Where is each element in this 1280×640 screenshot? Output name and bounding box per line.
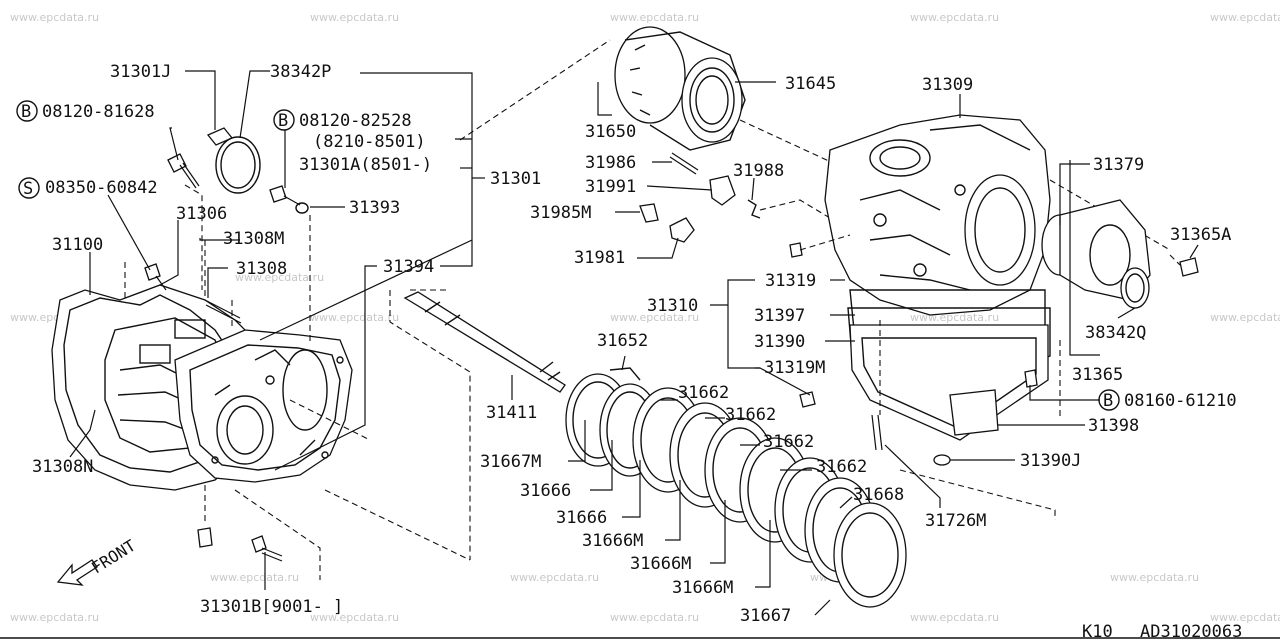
part-label: 31991 (585, 177, 636, 197)
part-label: 31394 (383, 257, 434, 277)
watermark: www.epcdata.ru (1210, 11, 1280, 24)
part-label: 31365 (1072, 365, 1123, 385)
part-label: 31652 (597, 331, 648, 351)
watermark: www.epcdata.ru (10, 611, 99, 624)
marker-letter: S (23, 179, 33, 199)
part-label: 31379 (1093, 155, 1144, 175)
watermark: www.epcdata.ru (235, 271, 324, 284)
part-label: 38342Q (1085, 323, 1146, 343)
watermark: www.epcdata.ru (910, 11, 999, 24)
watermark: www.epcdata.ru (1210, 611, 1280, 624)
watermark: www.epcdata.ru (1210, 311, 1280, 324)
part-label: 31308M (223, 229, 284, 249)
part-label: 31301A(8501-) (299, 155, 432, 175)
bolt-marker-icon (16, 100, 38, 122)
transmission-case-drawing (51, 284, 353, 491)
part-label: 31397 (754, 306, 805, 326)
part-label: 08120-82528 (299, 111, 412, 131)
part-label: 31301J (110, 62, 171, 82)
clutch-plates-drawing (565, 367, 907, 608)
part-label: 31306 (176, 204, 227, 224)
valve-body-drawing (789, 114, 1181, 520)
part-label: 31365A (1170, 225, 1231, 245)
front-label: FRONT (88, 536, 139, 578)
part-label: 31301 (490, 169, 541, 189)
footer: K10 AD31020063 (0, 622, 1280, 640)
part-label: 08350-60842 (45, 178, 158, 198)
part-label: 08120-81628 (42, 102, 155, 122)
part-label: 31411 (486, 403, 537, 423)
watermark: www.epcdata.ru (210, 571, 299, 584)
extension-housing-drawing (1041, 199, 1199, 309)
part-label: 31986 (585, 153, 636, 173)
part-label: 31301B[9001- ] (200, 597, 343, 617)
part-label: 31667M (480, 452, 541, 472)
part-label: 31100 (52, 235, 103, 255)
watermark: www.epcdata.ru (610, 11, 699, 24)
part-label: 31667 (740, 606, 791, 626)
part-label: 31310 (647, 296, 698, 316)
watermark: www.epcdata.ru (610, 311, 699, 324)
watermark: www.epcdata.ru (310, 311, 399, 324)
leader-lines (69, 70, 1199, 616)
watermark: www.epcdata.ru (310, 11, 399, 24)
part-label: 31985M (530, 203, 591, 223)
part-label: 31981 (574, 248, 625, 268)
part-label: 31319M (764, 358, 825, 378)
part-label: 31662 (678, 383, 729, 403)
part-label: 31390J (1020, 451, 1081, 471)
part-label: 31319 (765, 271, 816, 291)
part-label: (8210-8501) (313, 132, 426, 152)
diagram-code: AD31020063 (1140, 622, 1242, 640)
part-label: 31393 (349, 198, 400, 218)
watermark: www.epcdata.ru (1110, 571, 1199, 584)
part-label: 31666M (582, 531, 643, 551)
watermark: www.epcdata.ru (610, 611, 699, 624)
part-label: 31666M (672, 578, 733, 598)
marker-letter: B (278, 111, 288, 131)
small-parts-center (639, 152, 851, 243)
part-label: 31645 (785, 74, 836, 94)
part-label: 31308N (32, 457, 93, 477)
part-label: 31662 (725, 405, 776, 425)
part-label: 31726M (925, 511, 986, 531)
part-label: 31662 (763, 432, 814, 452)
watermark: www.epcdata.ru (510, 571, 599, 584)
part-label: 31988 (733, 161, 784, 181)
clutch-drum-drawing (459, 26, 871, 181)
model-code: K10 (1082, 622, 1113, 640)
part-label: 31668 (853, 485, 904, 505)
part-label: 31309 (922, 75, 973, 95)
part-label: 31666 (556, 508, 607, 528)
part-label: 31666 (520, 481, 571, 501)
part-labels: 31301J 38342P 08120-81628 08120-82528 (8… (32, 62, 1237, 626)
part-label: 38342P (270, 62, 331, 82)
watermark: www.epcdata.ru (910, 611, 999, 624)
bolt-marker-icon (1098, 389, 1120, 411)
marker-letter: B (21, 102, 31, 122)
circle-markers: B B S B (16, 100, 1120, 411)
part-label: 08160-61210 (1124, 391, 1237, 411)
watermark: www.epcdata.ru (10, 11, 99, 24)
front-arrow: FRONT (56, 536, 139, 586)
part-label: 31308 (236, 259, 287, 279)
bolt-marker-icon (273, 109, 295, 131)
part-label: 31390 (754, 332, 805, 352)
input-shaft-drawing (389, 289, 566, 560)
part-label: 31666M (630, 554, 691, 574)
marker-letter: B (1103, 391, 1113, 411)
screw-marker-icon (18, 177, 40, 199)
part-label: 31398 (1088, 416, 1139, 436)
part-label: 31650 (585, 122, 636, 142)
part-label: 31662 (816, 457, 867, 477)
watermark: www.epcdata.ru (310, 611, 399, 624)
